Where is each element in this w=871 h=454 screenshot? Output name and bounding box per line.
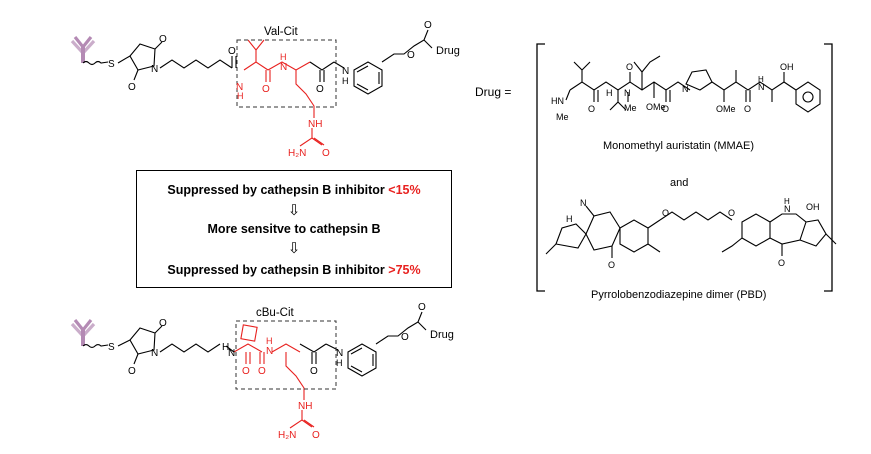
top-o1: O [159, 34, 167, 45]
box-line-1: Suppressed by cathepsin B inhibitor <15% [137, 183, 451, 197]
bottom-s-atom: S [108, 342, 115, 353]
bottom-h2n: H₂N [278, 430, 296, 441]
box-line-1-text: Suppressed by cathepsin B inhibitor [167, 183, 389, 197]
and-label: and [670, 177, 688, 189]
box-line-3-text: Suppressed by cathepsin B inhibitor [167, 263, 389, 277]
pbd-structure [545, 205, 837, 258]
bottom-n3: N [336, 348, 343, 359]
top-n-atom: N [151, 64, 158, 75]
box-line-1-value: <15% [388, 183, 421, 197]
mmae-hn: HN [551, 96, 564, 106]
pbd-o-link1: O [662, 208, 669, 218]
top-drug-label: Drug [436, 45, 460, 57]
box-line-3: Suppressed by cathepsin B inhibitor >75% [137, 263, 451, 277]
bottom-h2: H [266, 336, 273, 346]
mmae-n3: N [682, 84, 689, 94]
mmae-ome2: OMe [716, 104, 736, 114]
pbd-o-right: O [778, 258, 785, 268]
bottom-n-atom: N [151, 348, 158, 359]
top-nh-urea: NH [308, 119, 322, 130]
mmae-name: Monomethyl auristatin (MMAE) [603, 140, 754, 152]
pbd-name: Pyrrolobenzodiazepine dimer (PBD) [591, 289, 766, 301]
pbd-o-link2: O [728, 208, 735, 218]
mmae-o4: O [744, 104, 751, 114]
bottom-cbu-cit-core [233, 324, 315, 429]
top-o6: O [407, 50, 415, 61]
bottom-o5: O [310, 366, 318, 377]
bottom-o1: O [159, 318, 167, 329]
mmae-ome1: OMe [646, 102, 666, 112]
bottom-o6: O [401, 332, 409, 343]
pbd-nh-right: N [784, 204, 791, 214]
top-s-atom: S [108, 59, 115, 70]
mmae-o1: O [588, 104, 595, 114]
bottom-o-urea: O [312, 430, 320, 441]
pbd-oh: OH [806, 202, 820, 212]
top-dashed-box [236, 39, 337, 108]
antibody-icon-bottom [70, 318, 96, 348]
mmae-n2: N [624, 88, 631, 98]
drug-equals-label: Drug = [475, 85, 511, 99]
bottom-o4: O [258, 366, 266, 377]
bottom-o7: O [418, 302, 426, 313]
mmae-me2: Me [624, 103, 637, 113]
antibody-icon-top [70, 35, 96, 65]
mmae-o2: O [626, 62, 633, 72]
top-n2: N [280, 62, 287, 73]
box-line-2: More sensitve to cathepsin B [207, 222, 381, 236]
comparison-box: Suppressed by cathepsin B inhibitor <15%… [136, 170, 452, 288]
top-h2n: H₂N [288, 148, 306, 159]
mmae-h1: H [606, 88, 613, 98]
top-o4: O [262, 84, 270, 95]
bottom-n2: N [266, 346, 273, 357]
top-nh1: N [236, 82, 243, 93]
bottom-pab-spacer [299, 311, 427, 377]
box-line-3-value: >75% [388, 263, 421, 277]
top-h1: H [237, 91, 244, 101]
top-o3: O [228, 46, 236, 57]
bottom-hn1: H [222, 342, 229, 353]
mmae-structure [565, 55, 821, 113]
bottom-o3: O [242, 366, 250, 377]
pbd-n-left: N [580, 198, 587, 208]
top-val-cit-core [243, 39, 325, 147]
pbd-o-left: O [608, 260, 615, 270]
top-h3: H [342, 76, 349, 86]
top-linker-label: Val-Cit [264, 26, 298, 38]
top-o5: O [316, 84, 324, 95]
bottom-o2: O [128, 366, 136, 377]
top-pab-spacer [309, 29, 433, 95]
mmae-oh: OH [780, 62, 794, 72]
mmae-h4: H [758, 75, 764, 84]
bottom-h3: H [336, 358, 343, 368]
top-o2: O [128, 82, 136, 93]
pbd-h-right: H [784, 197, 790, 206]
top-h2: H [280, 52, 287, 62]
mmae-me1: Me [556, 112, 569, 122]
bottom-nh-urea: NH [298, 401, 312, 412]
mmae-o3: O [662, 104, 669, 114]
top-o-urea: O [322, 148, 330, 159]
bottom-drug-label: Drug [430, 329, 454, 341]
bottom-n1: N [228, 348, 235, 359]
bottom-linker-structure [70, 318, 235, 365]
bottom-linker-label: cBu-Cit [256, 307, 295, 319]
down-arrow-icon-2: ⇩ [287, 240, 301, 257]
mmae-n4: N [758, 82, 765, 92]
pbd-h-left: H [566, 214, 573, 224]
top-o7: O [424, 20, 432, 31]
top-n3: N [342, 66, 349, 77]
down-arrow-icon-1: ⇩ [287, 202, 301, 219]
left-bracket [536, 43, 545, 292]
right-bracket [824, 43, 833, 292]
top-linker-structure [70, 35, 237, 81]
bottom-dashed-box [235, 320, 337, 390]
